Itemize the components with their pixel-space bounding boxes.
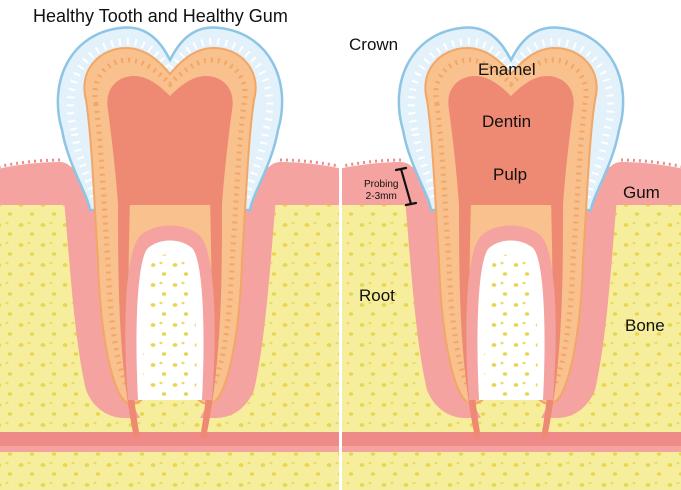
label-root: Root [359, 286, 395, 305]
label-bone: Bone [625, 316, 665, 335]
label-gum: Gum [623, 183, 660, 202]
label-pulp: Pulp [493, 165, 528, 184]
label-probing-line1: Probing [364, 179, 399, 190]
label-probing: Probing 2-3mm [364, 179, 398, 203]
diagram-title: Healthy Tooth and Healthy Gum [33, 6, 288, 26]
label-enamel: Enamel [478, 60, 536, 79]
probing-marker-icon [394, 166, 418, 207]
label-probing-line2: 2-3mm [365, 191, 397, 202]
label-crown: Crown [349, 35, 399, 54]
left-panel [0, 27, 339, 490]
panel-divider [339, 170, 342, 490]
label-dentin: Dentin [482, 112, 532, 131]
right-panel [342, 27, 681, 490]
